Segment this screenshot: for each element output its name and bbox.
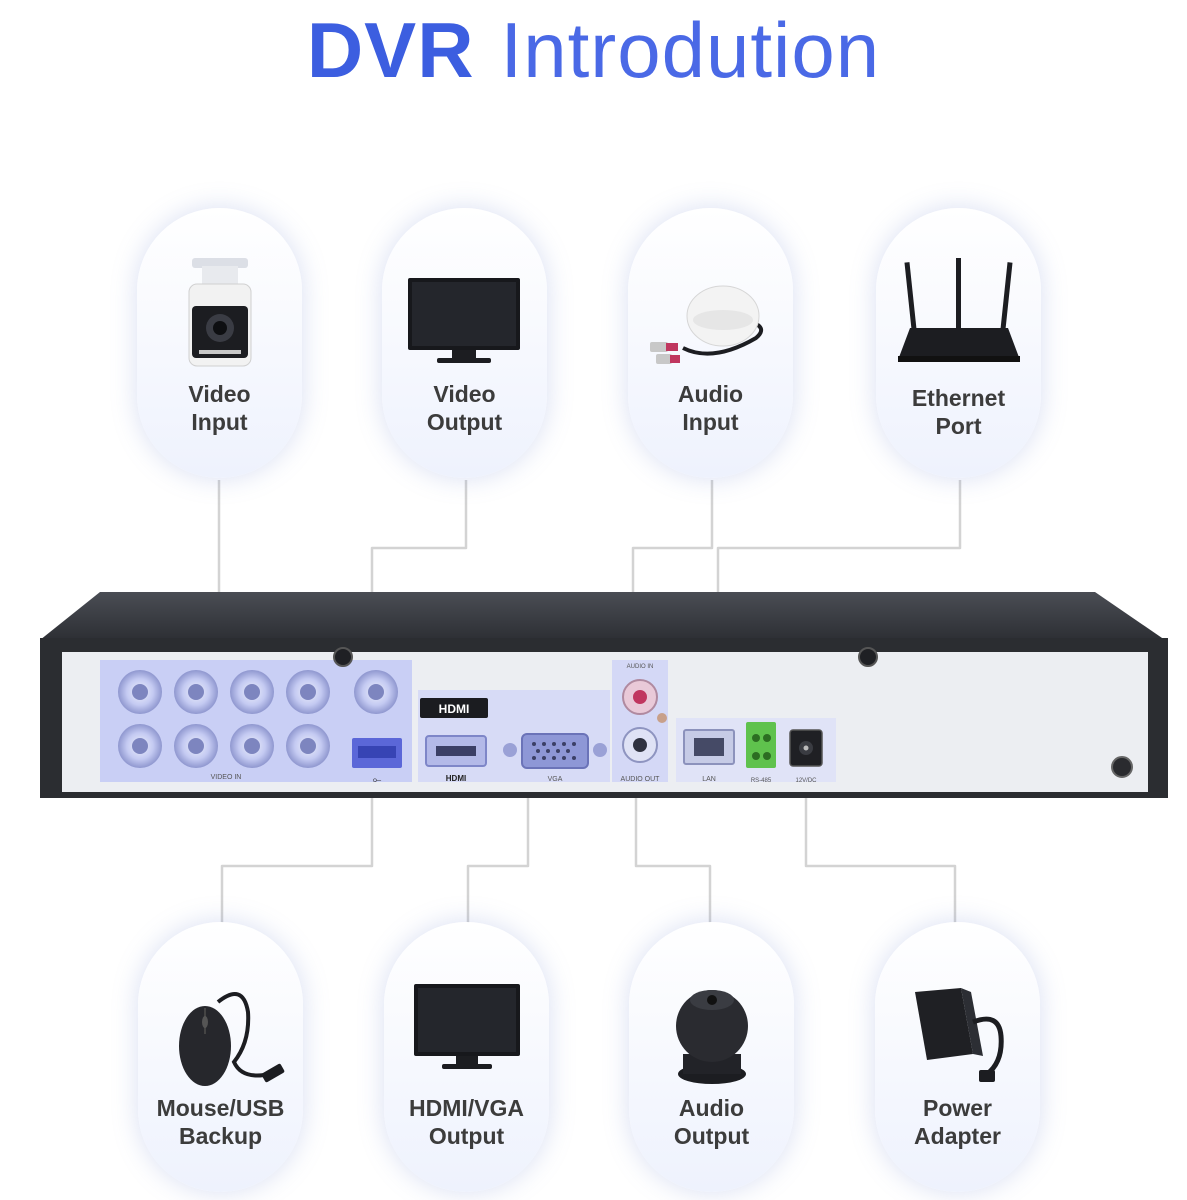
video-in-label: VIDEO IN [211,774,242,781]
monitor-icon [408,278,520,363]
label-line: Ethernet [911,385,1006,411]
card-video-output: Video Output [382,208,547,478]
camera-icon [188,258,252,367]
bnc-connector [230,724,274,768]
label-line: Video [433,381,496,407]
microphone-icon [650,285,764,364]
hdmi-label: HDMI [446,774,466,783]
lan-label: LAN [702,776,716,783]
speaker-icon [676,990,748,1084]
bnc-connectors [118,670,398,768]
mouse-usb-label: Mouse/USB Backup [138,1094,303,1150]
vga-label: VGA [548,776,563,783]
bnc-connector [286,724,330,768]
audio-out-label: AUDIO OUT [621,776,661,783]
card-hdmi-vga: HDMI/VGA Output [384,922,549,1192]
power-adapter-icon [915,988,1004,1082]
screw-left [333,647,353,667]
bnc-connector [174,670,218,714]
ground-screw [1111,756,1133,778]
screw-right [858,647,878,667]
card-power-adapter: Power Adapter [875,922,1040,1192]
title-bold: DVR [306,5,475,94]
label-line: Power [922,1095,993,1121]
card-ethernet-port: Ethernet Port [876,208,1041,478]
bnc-connector [174,724,218,768]
hdmi-badge-label: HDMI [439,702,470,716]
label-line: Audio [678,1095,745,1121]
label-line: Video [188,381,251,407]
audio-input-label: Audio Input [628,380,793,436]
dvr-top-surface [40,592,1165,640]
bnc-connector [118,724,162,768]
hdmi-badge [420,698,488,718]
page-title: DVR Introdution [0,0,1187,100]
mouse-icon [179,992,285,1086]
label-line: Output [426,409,503,435]
label-line: Output [428,1123,505,1149]
audio-output-label: Audio Output [629,1094,794,1150]
bnc-connector [118,670,162,714]
card-mouse-usb: Mouse/USB Backup [138,922,303,1192]
label-line: Adapter [914,1123,1001,1149]
vga-port [521,733,589,769]
video-input-label: Video Input [137,380,302,436]
rs485-label: RS-485 [751,778,772,784]
label-line: Port [935,413,982,439]
label-line: Output [673,1123,750,1149]
bnc-connector [286,670,330,714]
hdmi-vga-label: HDMI/VGA Output [384,1094,549,1150]
title-regular: Introdution [500,5,881,94]
monitor-icon [414,984,520,1069]
audio-in-label: AUDIO IN [627,664,654,670]
label-line: Audio [677,381,744,407]
card-video-input: Video Input [137,208,302,478]
card-audio-output: Audio Output [629,922,794,1192]
bnc-connector [230,670,274,714]
label-line: Backup [178,1123,263,1149]
card-audio-input: Audio Input [628,208,793,478]
video-output-label: Video Output [382,380,547,436]
label-line: Input [191,409,248,435]
label-line: Input [682,409,739,435]
bnc-connector-output [354,670,398,714]
router-icon [898,258,1020,362]
ethernet-port-label: Ethernet Port [876,384,1041,440]
label-line: Mouse/USB [156,1095,285,1121]
power-adapter-label: Power Adapter [875,1094,1040,1150]
rs485-terminal [746,722,776,768]
dc-label: 12V/DC [795,778,817,784]
usb-symbol: ⟜ [373,773,382,786]
label-line: HDMI/VGA [409,1095,524,1121]
